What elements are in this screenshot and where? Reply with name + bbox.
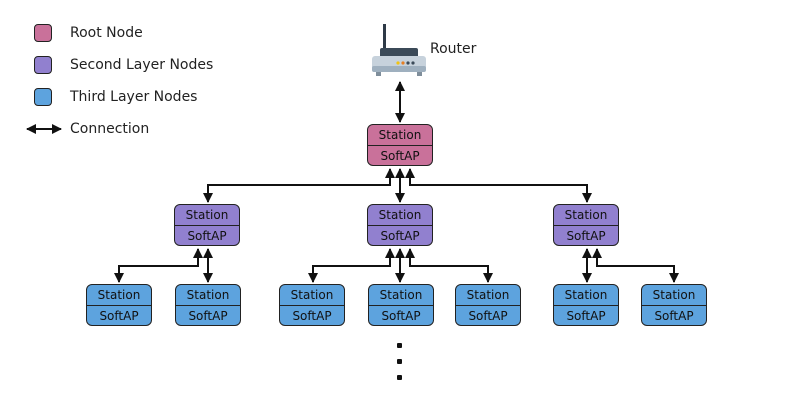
node-station: Station bbox=[87, 285, 151, 306]
third-layer-swatch bbox=[34, 88, 52, 106]
connection-second2-third5 bbox=[405, 248, 493, 283]
node-station: Station bbox=[176, 285, 240, 306]
third-layer-node-3: Station SoftAP bbox=[279, 284, 345, 326]
connection-second2-third3 bbox=[308, 248, 395, 283]
node-softap: SoftAP bbox=[381, 309, 421, 323]
third-layer-node-6: Station SoftAP bbox=[553, 284, 619, 326]
third-layer-node-7: Station SoftAP bbox=[641, 284, 707, 326]
connection-second3-third7 bbox=[592, 248, 679, 283]
node-station: Station bbox=[175, 205, 239, 226]
legend-second-label: Second Layer Nodes bbox=[70, 57, 214, 73]
node-softap: SoftAP bbox=[654, 309, 694, 323]
node-station: Station bbox=[369, 285, 433, 306]
root-node-softap: SoftAP bbox=[380, 149, 420, 163]
node-station: Station bbox=[368, 205, 432, 226]
legend-item-third: Third Layer Nodes bbox=[24, 86, 264, 108]
node-softap: SoftAP bbox=[566, 309, 606, 323]
legend-connection-label: Connection bbox=[70, 121, 150, 137]
second-layer-node-2: Station SoftAP bbox=[367, 204, 433, 246]
second-layer-swatch bbox=[34, 56, 52, 74]
root-node-station: Station bbox=[368, 125, 432, 146]
node-softap: SoftAP bbox=[187, 229, 227, 243]
legend-item-root: Root Node bbox=[24, 22, 264, 44]
legend-root-label: Root Node bbox=[70, 25, 143, 41]
node-softap: SoftAP bbox=[566, 229, 606, 243]
node-station: Station bbox=[642, 285, 706, 306]
node-station: Station bbox=[280, 285, 344, 306]
node-softap: SoftAP bbox=[292, 309, 332, 323]
router-icon bbox=[372, 24, 426, 76]
ellipsis-dot bbox=[397, 375, 402, 380]
connection-root-second-right bbox=[405, 168, 592, 203]
root-swatch bbox=[34, 24, 52, 42]
connection-second1-third1 bbox=[114, 248, 203, 283]
root-node: Station SoftAP bbox=[367, 124, 433, 166]
node-softap: SoftAP bbox=[468, 309, 508, 323]
node-station: Station bbox=[554, 205, 618, 226]
third-layer-node-5: Station SoftAP bbox=[455, 284, 521, 326]
third-layer-node-4: Station SoftAP bbox=[368, 284, 434, 326]
ellipsis-dot bbox=[397, 343, 402, 348]
legend-item-second: Second Layer Nodes bbox=[24, 54, 264, 76]
second-layer-node-3: Station SoftAP bbox=[553, 204, 619, 246]
node-softap: SoftAP bbox=[188, 309, 228, 323]
legend-third-label: Third Layer Nodes bbox=[70, 89, 198, 105]
legend-item-connection: Connection bbox=[24, 118, 264, 140]
node-station: Station bbox=[456, 285, 520, 306]
second-layer-node-1: Station SoftAP bbox=[174, 204, 240, 246]
ellipsis-dot bbox=[397, 359, 402, 364]
router-label: Router bbox=[430, 41, 477, 57]
third-layer-node-2: Station SoftAP bbox=[175, 284, 241, 326]
node-softap: SoftAP bbox=[99, 309, 139, 323]
third-layer-node-1: Station SoftAP bbox=[86, 284, 152, 326]
connection-root-second-left bbox=[203, 168, 395, 203]
node-softap: SoftAP bbox=[380, 229, 420, 243]
node-station: Station bbox=[554, 285, 618, 306]
double-arrow-icon bbox=[26, 124, 62, 134]
